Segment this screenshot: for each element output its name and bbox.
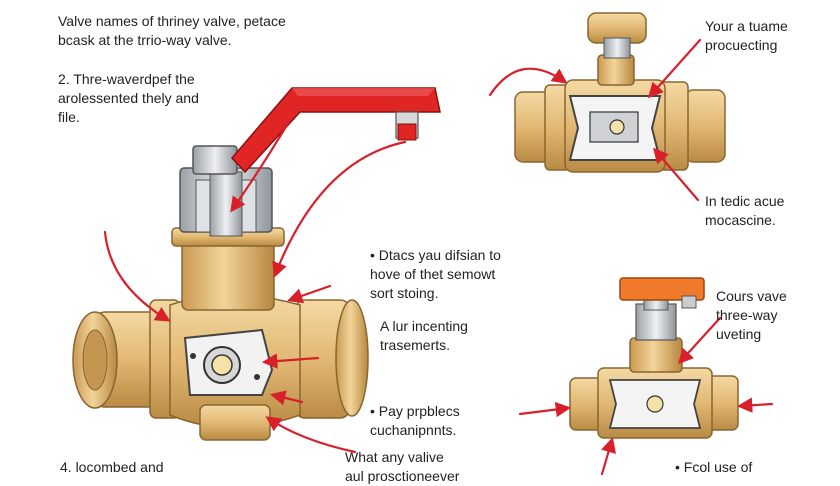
label-right-small: Cours vave three-way uveting	[716, 287, 787, 344]
label-top-left: Valve names of thriney valve, petace bca…	[58, 12, 286, 50]
label-bullet-1: • Dtacs yau difsian to hove of thet semo…	[370, 246, 501, 303]
label-bottom-right: • Fcol use of	[675, 458, 752, 477]
large-valve-neck	[182, 240, 274, 310]
small-valve-bottom	[570, 278, 738, 438]
label-item-2: 2. Thre-waverdpef the arolessented thely…	[58, 70, 199, 127]
label-bottom-center: What any valive aul prosctioneever	[345, 448, 459, 486]
label-bullet-3: • Pay prpblecs cuchanipnnts.	[370, 402, 460, 440]
small-valve-top	[515, 13, 725, 172]
label-bullet-2: A lur incenting trasemerts.	[380, 317, 468, 355]
large-valve-stem-nut	[193, 146, 237, 174]
label-mid-right: In tedic acue mocascine.	[705, 192, 784, 230]
label-item-4: 4. locombed and	[60, 458, 164, 477]
label-top-right: Your a tuame procuecting	[705, 17, 788, 55]
